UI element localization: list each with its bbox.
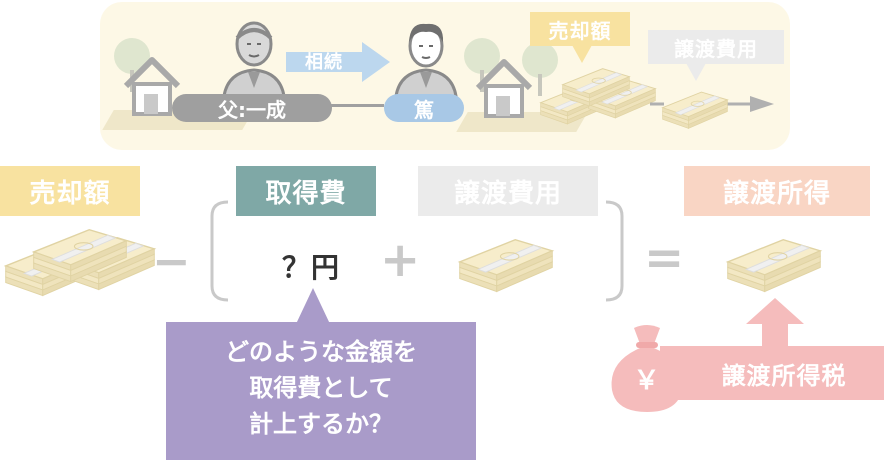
money-bag-icon (611, 325, 683, 412)
tax-up-arrow-icon (746, 298, 804, 352)
minus-operator: − (152, 234, 191, 288)
sale-label: 売却額 (0, 166, 140, 216)
sale-top-label: 売却額 (530, 12, 630, 46)
transfer-cost-top-label: 譲渡費用 (648, 30, 784, 64)
father-name-pill: 父:一成 (172, 94, 332, 122)
transfer-money-top-icon (662, 91, 728, 129)
transfer-income-tax-label: 譲渡所得税 (721, 361, 847, 390)
transfer-income-label: 譲渡所得 (684, 166, 870, 216)
bubble-line-1: どのような金額を (225, 338, 417, 366)
question-bubble: どのような金額を 取得費として 計上するか？ (166, 322, 476, 460)
house-right-icon (472, 54, 536, 120)
plus-operator: + (380, 232, 421, 288)
equals-operator: = (644, 230, 685, 286)
sale-money-back-icon (33, 229, 127, 283)
bubble-pointer (296, 288, 330, 324)
bubble-line-3: 計上するか？ (249, 410, 393, 438)
connector-line (330, 104, 384, 107)
inherit-arrow-icon (286, 42, 390, 82)
acquisition-cost-value: ？円 (281, 251, 340, 284)
yen-symbol: ￥ (633, 365, 661, 396)
father-person-icon (222, 21, 286, 98)
son-name-pill: 篤 (384, 94, 464, 122)
right-bracket (605, 200, 624, 302)
transfer-money-icon (459, 239, 553, 293)
acquisition-cost-label: 取得費 (236, 166, 376, 216)
tax-band (660, 346, 884, 400)
left-bracket (210, 200, 229, 302)
sale-money-top-back-icon (562, 68, 630, 107)
inherit-label: 相続 (305, 52, 343, 73)
son-person-icon (394, 23, 458, 98)
transfer-cost-label: 譲渡費用 (418, 166, 598, 216)
income-money-icon (727, 239, 821, 293)
transfer-top-pointer (686, 63, 706, 81)
sale-top-pointer (572, 45, 592, 63)
bubble-line-2: 取得費として (249, 374, 393, 402)
